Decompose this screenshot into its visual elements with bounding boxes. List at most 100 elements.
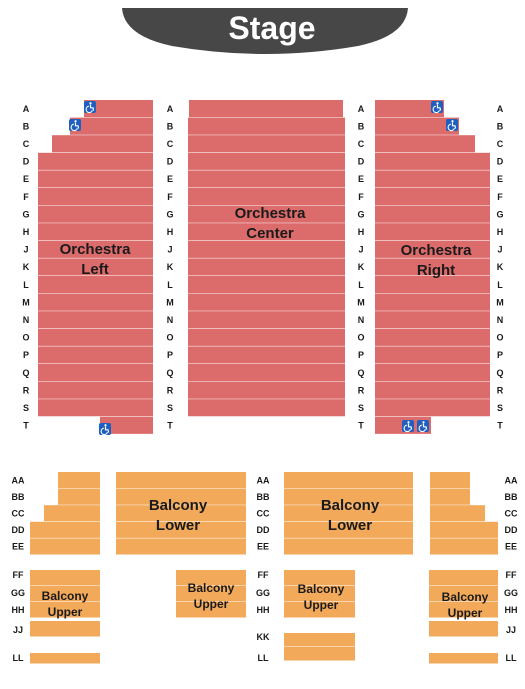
- balcony-lower-center-right-row[interactable]: [284, 472, 413, 490]
- orchestra-center-row[interactable]: [188, 399, 345, 418]
- balcony-lower-left-row[interactable]: [44, 505, 100, 523]
- wheelchair-icon: [402, 420, 414, 433]
- orchestra-left-row[interactable]: [38, 152, 153, 171]
- orchestra-right-row[interactable]: [375, 328, 490, 347]
- row-label: K: [497, 262, 504, 272]
- row-label: L: [358, 280, 364, 290]
- orchestra-left-row[interactable]: [38, 293, 153, 312]
- orchestra-right-row[interactable]: [375, 152, 490, 171]
- orchestra-right-row[interactable]: [375, 399, 490, 418]
- balcony-upper-left-label-line2: Upper: [48, 605, 83, 619]
- balcony-upper-left-row[interactable]: [30, 653, 100, 665]
- orchestra-right-row[interactable]: [375, 223, 490, 242]
- row-label: N: [167, 315, 174, 325]
- orchestra-left-row[interactable]: [38, 170, 153, 189]
- orchestra-center-row[interactable]: [188, 381, 345, 400]
- orchestra-left-row[interactable]: [38, 223, 153, 242]
- row-label: K: [358, 262, 365, 272]
- orchestra-right-row[interactable]: [375, 170, 490, 189]
- balcony-upper-left-row[interactable]: [30, 570, 100, 587]
- row-label: EE: [257, 542, 269, 552]
- orchestra-center-row[interactable]: [188, 346, 345, 365]
- balcony-upper-center-right-row[interactable]: [284, 602, 355, 619]
- balcony-lower-left-row[interactable]: [58, 472, 100, 490]
- row-label: E: [358, 174, 364, 184]
- row-label: JJ: [13, 625, 23, 635]
- row-label: LL: [13, 653, 24, 663]
- row-label: J: [358, 245, 363, 255]
- orchestra-left-row[interactable]: [38, 381, 153, 400]
- balcony-lower-right-row[interactable]: [430, 521, 498, 539]
- orchestra-left-row[interactable]: [52, 135, 153, 154]
- balcony-lower-left-row[interactable]: [30, 521, 100, 539]
- orchestra-right-row[interactable]: [375, 135, 475, 154]
- orchestra-center-row[interactable]: [188, 311, 345, 330]
- balcony-lower-right-row[interactable]: [430, 488, 470, 506]
- orchestra-center-row[interactable]: [188, 117, 345, 136]
- accessible-icons: [69, 101, 458, 436]
- orchestra-left-row[interactable]: [38, 399, 153, 418]
- balcony-upper-right-row[interactable]: [429, 570, 498, 587]
- row-label: Q: [496, 368, 503, 378]
- orchestra-center-row[interactable]: [188, 240, 345, 259]
- orchestra-center-row[interactable]: [188, 364, 345, 383]
- orchestra-right-row[interactable]: [375, 188, 490, 207]
- orchestra-right-row[interactable]: [375, 346, 490, 365]
- row-label: T: [23, 421, 29, 431]
- row-label: GG: [256, 588, 270, 598]
- balcony-lower-right-row[interactable]: [430, 505, 485, 523]
- balcony-upper-left-row[interactable]: [30, 602, 100, 619]
- row-label: S: [167, 403, 173, 413]
- orchestra-left-row[interactable]: [38, 346, 153, 365]
- balcony-lower-right-label-line1: Balcony: [321, 497, 380, 514]
- orchestra-center-row[interactable]: [189, 100, 343, 119]
- orchestra-left-row[interactable]: [38, 311, 153, 330]
- orchestra-left-row[interactable]: [38, 188, 153, 207]
- row-label: O: [357, 333, 364, 343]
- orchestra-center-row[interactable]: [188, 188, 345, 207]
- row-label: M: [496, 297, 504, 307]
- orchestra-right-row[interactable]: [375, 364, 490, 383]
- balcony-upper-center-right-row[interactable]: [284, 633, 355, 648]
- row-label: L: [497, 280, 503, 290]
- balcony-upper-center-left-row[interactable]: [176, 602, 246, 619]
- balcony-upper-right-row[interactable]: [429, 602, 498, 619]
- balcony-lower-center-right-row[interactable]: [284, 538, 413, 556]
- balcony-lower-center-left-row[interactable]: [116, 538, 246, 556]
- balcony-lower-left-row[interactable]: [58, 488, 100, 506]
- orchestra-center-row[interactable]: [188, 258, 345, 277]
- wheelchair-icon: [446, 119, 458, 132]
- orchestra-center-row[interactable]: [188, 170, 345, 189]
- orchestra-center-row[interactable]: [188, 152, 345, 171]
- balcony-lower-right-row[interactable]: [430, 472, 470, 490]
- balcony-lower-right-row[interactable]: [430, 538, 498, 556]
- orchestra-center-row[interactable]: [188, 276, 345, 295]
- orchestra-center-row[interactable]: [188, 293, 345, 312]
- section-labels: OrchestraLeftOrchestraCenterOrchestraRig…: [42, 205, 489, 620]
- balcony-upper-right-row[interactable]: [429, 621, 498, 638]
- row-label: K: [23, 262, 30, 272]
- orchestra-left-row[interactable]: [38, 328, 153, 347]
- balcony-lower-left-row[interactable]: [30, 538, 100, 556]
- orchestra-left-row[interactable]: [38, 276, 153, 295]
- row-label: N: [497, 315, 504, 325]
- row-label: HH: [12, 605, 25, 615]
- row-label: P: [358, 350, 364, 360]
- orchestra-right-row[interactable]: [375, 381, 490, 400]
- orchestra-center-row[interactable]: [188, 328, 345, 347]
- orchestra-right-row[interactable]: [375, 205, 490, 224]
- balcony-lower-center-left-row[interactable]: [116, 472, 246, 490]
- row-label: HH: [257, 605, 270, 615]
- balcony-upper-left-row[interactable]: [30, 621, 100, 638]
- row-label: O: [22, 333, 29, 343]
- balcony-upper-right-row[interactable]: [429, 653, 498, 665]
- orchestra-left-row[interactable]: [70, 117, 153, 136]
- balcony-upper-center-right-row[interactable]: [284, 647, 355, 662]
- orchestra-right-row[interactable]: [375, 293, 490, 312]
- orchestra-right-row[interactable]: [375, 311, 490, 330]
- orchestra-left-row[interactable]: [38, 205, 153, 224]
- row-label: O: [496, 333, 503, 343]
- orchestra-center-row[interactable]: [188, 135, 345, 154]
- row-label: CC: [12, 509, 25, 519]
- orchestra-left-row[interactable]: [38, 364, 153, 383]
